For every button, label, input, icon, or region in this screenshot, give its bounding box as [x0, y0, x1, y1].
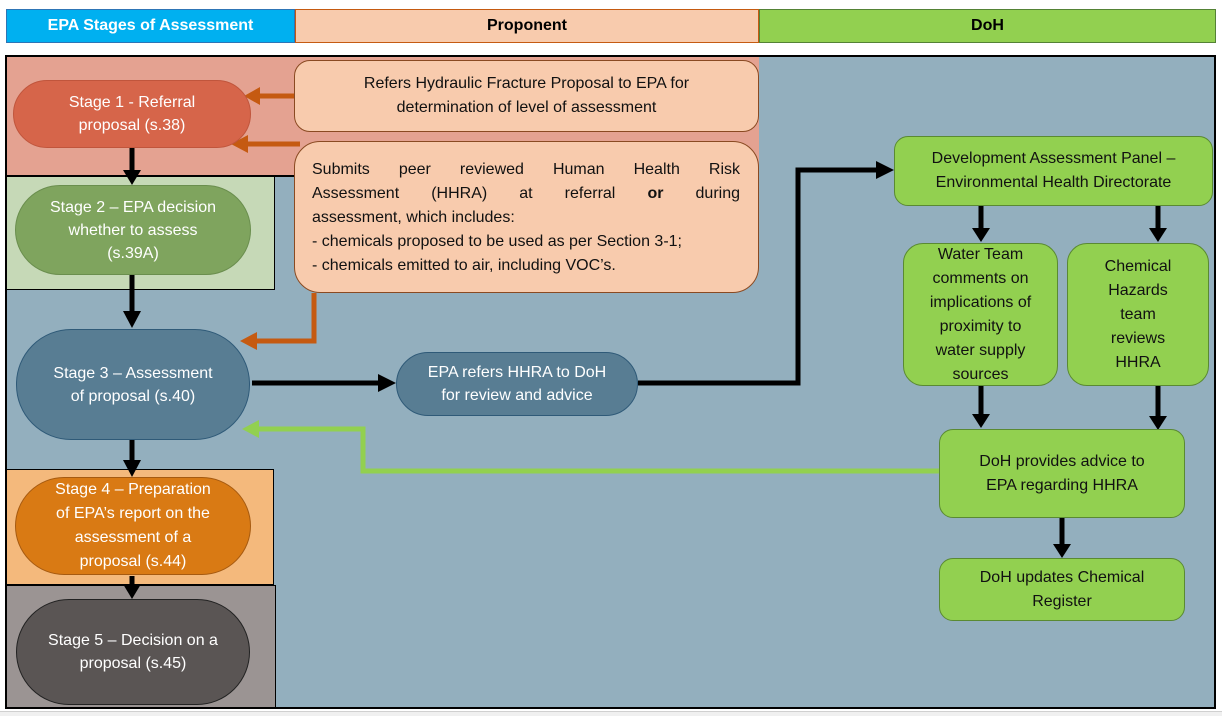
emphasis-or: or	[647, 185, 664, 202]
box-label: Register	[1032, 592, 1092, 610]
box-label: team	[1120, 305, 1156, 323]
box-label: Hazards	[1108, 281, 1168, 299]
box-label: sources	[952, 365, 1009, 383]
proponent-refers-box: Refers Hydraulic Fracture Proposal to EP…	[294, 60, 759, 132]
stage-label: (s.39A)	[107, 244, 159, 262]
stage-label: Stage 4 – Preparation	[55, 481, 211, 498]
box-label: reviews	[1110, 329, 1166, 347]
box-label: DoH updates Chemical	[979, 568, 1145, 586]
box-label: Submits peer reviewed Human Health Risk	[312, 161, 740, 178]
chemical-hazards-team-box: Chemical Hazards team reviews HHRA	[1067, 243, 1209, 386]
box-label: DoH provides advice to	[979, 452, 1145, 470]
epa-refers-hhra-node: EPA refers HHRA to DoH for review and adv…	[396, 352, 638, 416]
bullet-item: - chemicals emitted to air, including VO…	[312, 257, 616, 274]
stage-5-decision: Stage 5 – Decision on a proposal (s.45)	[16, 599, 250, 705]
box-label: Development Assessment Panel –	[931, 150, 1176, 167]
stage-label: proposal (s.44)	[79, 553, 187, 570]
stage-label: proposal (s.38)	[78, 117, 186, 134]
stage-1-referral: Stage 1 - Referral proposal (s.38)	[13, 80, 251, 148]
water-team-box: Water Team comments on implications of p…	[903, 243, 1058, 386]
box-label: determination of level of assessment	[396, 99, 657, 116]
text-span: Assessment (HHRA) at referral	[312, 185, 616, 202]
stage-label: whether to assess	[68, 221, 198, 239]
node-label: EPA refers HHRA to DoH	[427, 364, 607, 381]
lane-header-epa: EPA Stages of Assessment	[6, 9, 295, 43]
proponent-submits-hhra-box: Submits peer reviewed Human Health Risk …	[294, 141, 759, 293]
box-label: proximity to	[939, 317, 1022, 335]
lane-header-proponent: Proponent	[295, 9, 759, 43]
box-label: assessment, which includes:	[312, 209, 515, 226]
bottom-strip	[0, 711, 1222, 716]
stage-label: of EPA’s report on the	[56, 505, 210, 522]
box-label: comments on	[932, 269, 1029, 287]
lane-header-doh: DoH	[759, 9, 1216, 43]
doh-advice-box: DoH provides advice to EPA regarding HHRA	[939, 429, 1185, 518]
stage-label: proposal (s.45)	[79, 655, 187, 672]
box-label: implications of	[929, 293, 1032, 311]
box-label: Refers Hydraulic Fracture Proposal to EP…	[363, 75, 690, 92]
box-label: Assessment (HHRA) at referral or during	[312, 182, 740, 206]
stage-label: Stage 3 – Assessment	[53, 364, 213, 382]
stage-label: Stage 5 – Decision on a	[48, 632, 218, 649]
stage-4-report-preparation: Stage 4 – Preparation of EPA’s report on …	[15, 477, 251, 575]
stage-label: Stage 1 - Referral	[68, 94, 196, 111]
stage-label: Stage 2 – EPA decision	[49, 198, 217, 216]
box-label: Water Team	[937, 245, 1024, 263]
box-label: EPA regarding HHRA	[986, 476, 1138, 494]
box-label: Chemical	[1104, 257, 1172, 275]
stage-label: of proposal (s.40)	[70, 387, 196, 405]
box-label: water supply	[935, 341, 1026, 359]
node-label: for review and advice	[441, 387, 593, 404]
stage-label: assessment of a	[74, 529, 192, 546]
text-span: during	[695, 185, 740, 202]
stage-2-epa-decision: Stage 2 – EPA decision whether to assess (…	[15, 185, 251, 275]
development-assessment-panel-box: Development Assessment Panel – Environmen…	[894, 136, 1213, 206]
stage-3-assessment: Stage 3 – Assessment of proposal (s.40)	[16, 329, 250, 440]
box-label: Environmental Health Directorate	[935, 174, 1172, 191]
bullet-item: - chemicals proposed to be used as per S…	[312, 233, 682, 250]
box-label: HHRA	[1115, 353, 1161, 371]
